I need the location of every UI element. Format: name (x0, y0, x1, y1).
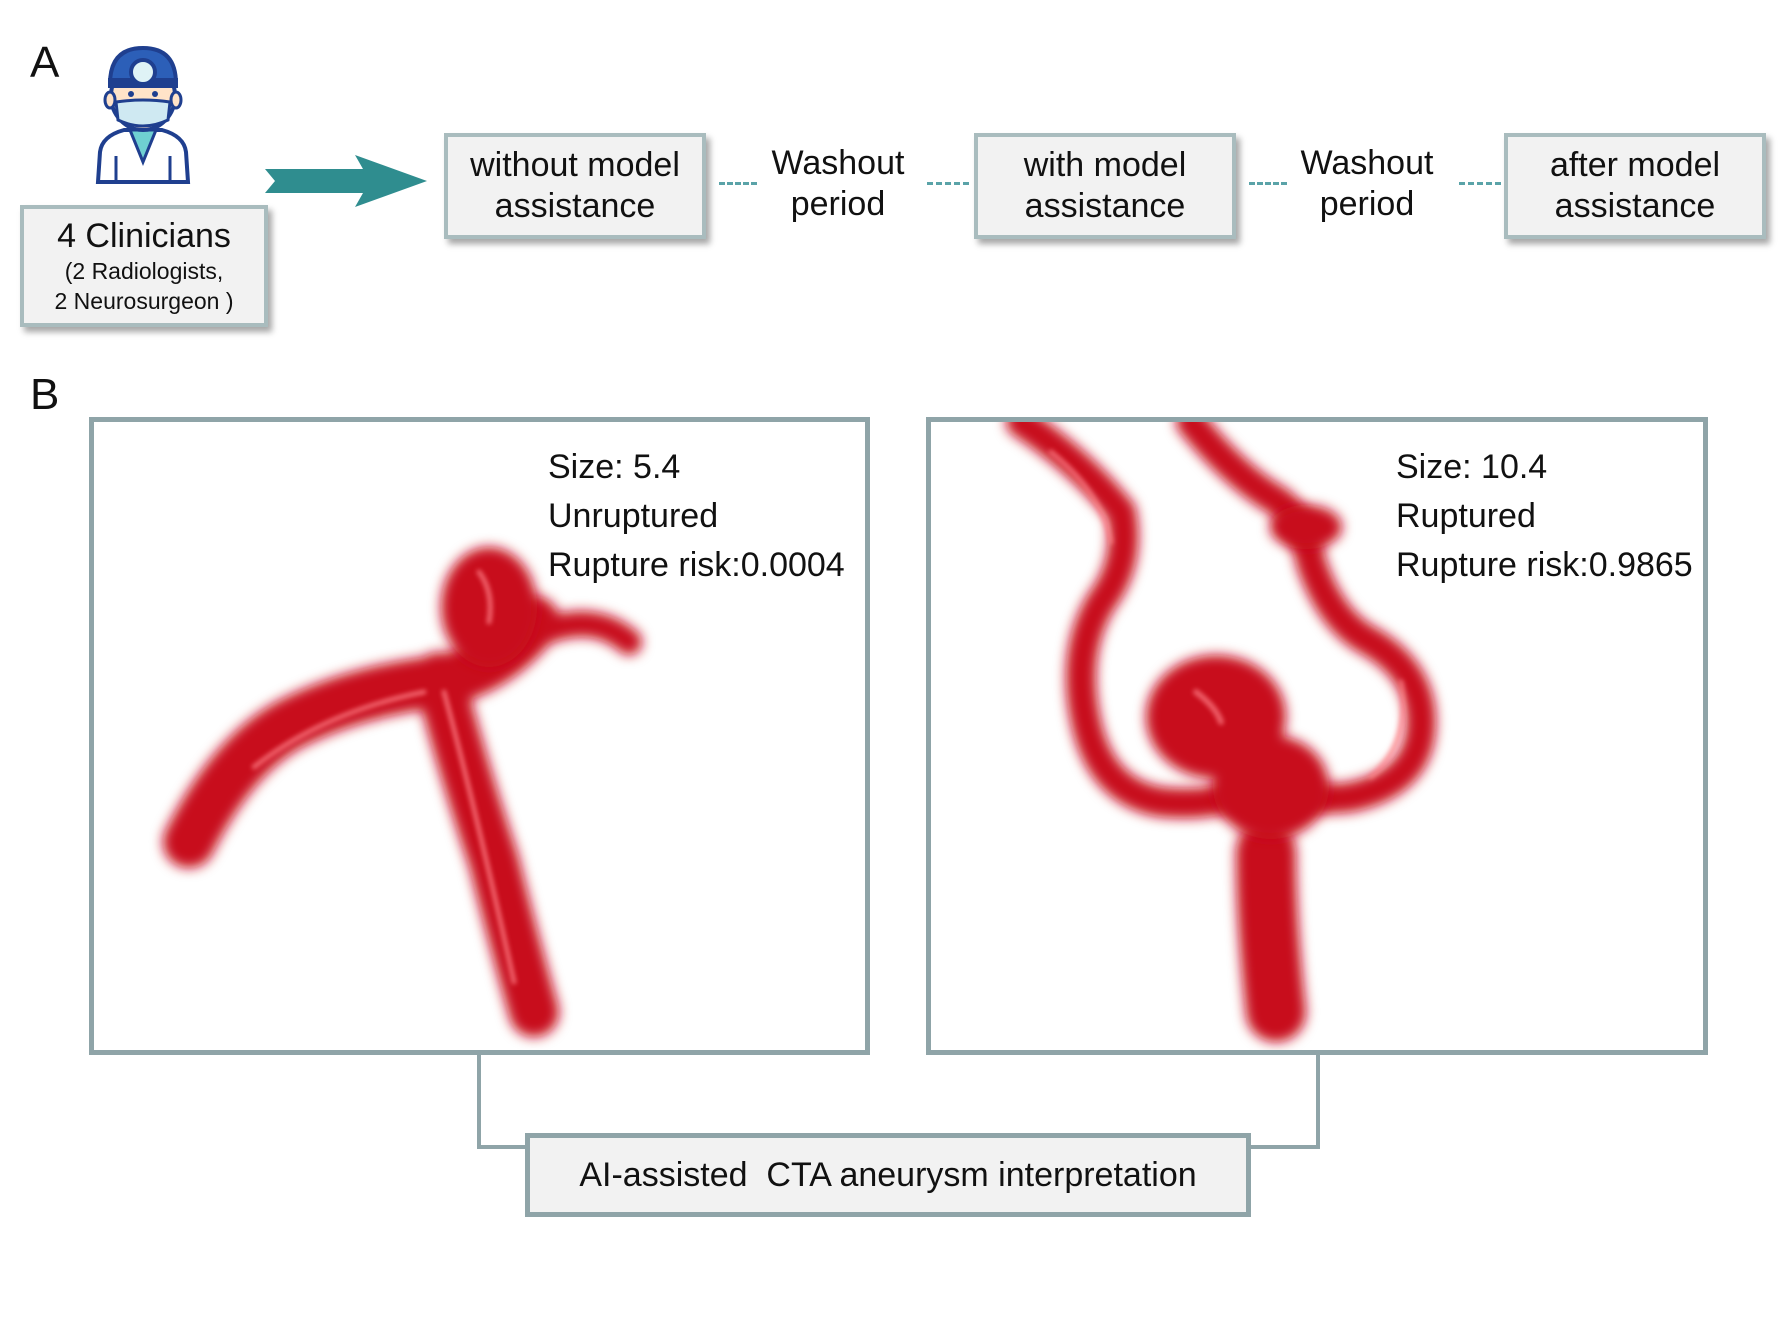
right-arrow-icon (263, 153, 429, 209)
panel-a-letter: A (30, 38, 60, 87)
vessel-image-ruptured (1006, 422, 1437, 1042)
step-with-model-label: with model assistance (1023, 146, 1187, 225)
step-without-model-box: without model assistance (444, 133, 706, 239)
case-size: Size: 5.4 (548, 448, 681, 486)
step-without-model-label: without model assistance (470, 146, 680, 225)
case-status: Ruptured (1396, 497, 1536, 535)
vessel-image-unruptured (163, 547, 642, 1037)
case-info-unruptured: Size: 5.4 Unruptured Rupture risk:0.0004 (548, 443, 845, 590)
ai-interpretation-box: AI-assisted CTA aneurysm interpretation (525, 1133, 1251, 1217)
clinicians-subtitle: (2 Radiologists, 2 Neurosurgeon ) (54, 258, 234, 314)
case-frame-ruptured: Size: 10.4 Ruptured Rupture risk:0.9865 (926, 417, 1708, 1055)
case-status: Unruptured (548, 497, 719, 535)
washout-label-2: Washout period (1300, 144, 1434, 223)
connector-dash (927, 182, 969, 185)
connector-dash (719, 182, 757, 185)
panel-b-letter: B (30, 370, 60, 419)
case-info-ruptured: Size: 10.4 Ruptured Rupture risk:0.9865 (1396, 443, 1693, 590)
case-size: Size: 10.4 (1396, 448, 1548, 486)
doctor-icon (88, 44, 198, 184)
step-after-model-label: after model assistance (1549, 146, 1721, 225)
step-with-model-box: with model assistance (974, 133, 1236, 239)
case-risk: Rupture risk:0.0004 (548, 546, 845, 584)
clinicians-box: 4 Clinicians (2 Radiologists, 2 Neurosur… (20, 205, 268, 327)
case-frame-unruptured: Size: 5.4 Unruptured Rupture risk:0.0004 (89, 417, 870, 1055)
connector-dash (1459, 182, 1501, 185)
step-after-model-box: after model assistance (1504, 133, 1766, 239)
clinicians-title: 4 Clinicians (57, 217, 231, 255)
ai-interpretation-label: AI-assisted CTA aneurysm interpretation (579, 1155, 1197, 1194)
connector-dash (1249, 182, 1287, 185)
washout-label-1: Washout period (771, 144, 905, 223)
case-risk: Rupture risk:0.9865 (1396, 546, 1693, 584)
